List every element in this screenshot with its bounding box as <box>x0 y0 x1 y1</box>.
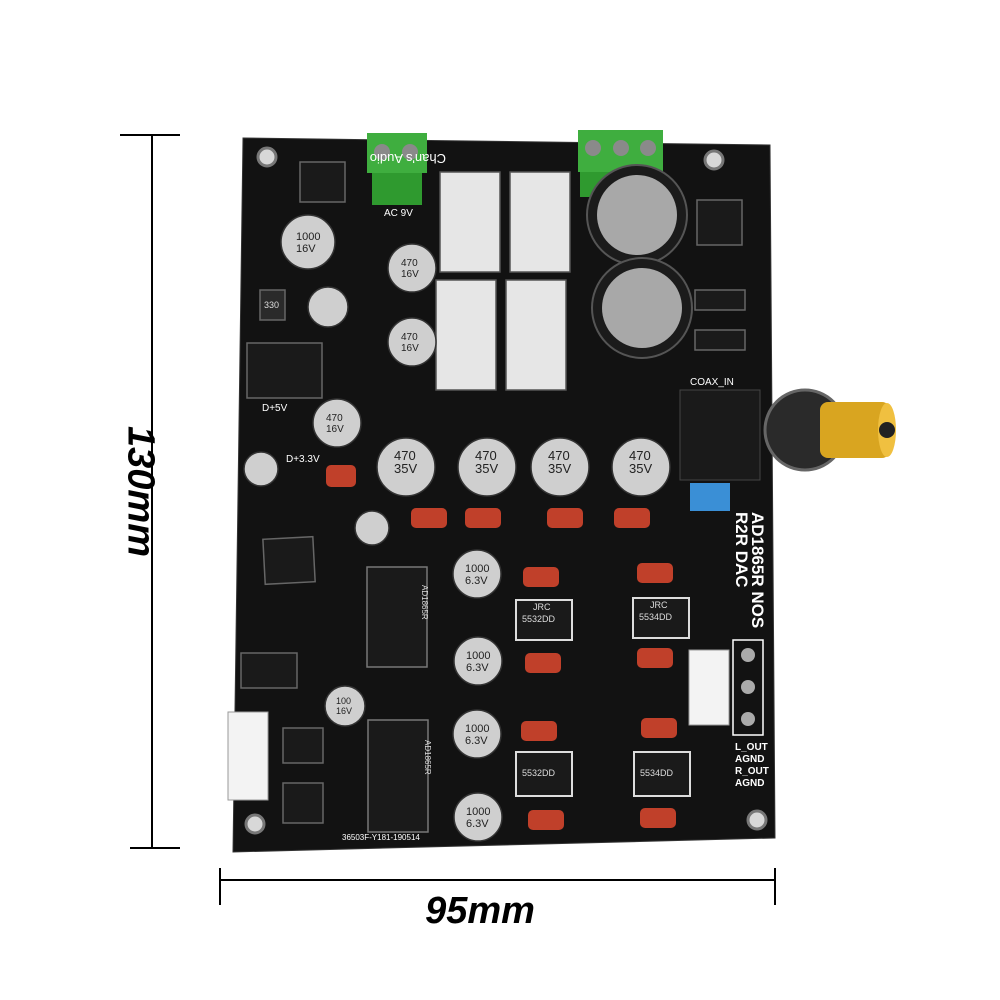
height-dimension-line <box>120 134 180 849</box>
rail-33v-label: D+3.3V <box>286 454 320 465</box>
output-label-2: AGND <box>735 754 764 765</box>
blue-capacitor <box>690 483 730 511</box>
board-title-line2: R2R DAC <box>732 512 751 588</box>
opamp-label: 5534DD <box>640 768 674 778</box>
cap-labels: 470 35V 470 35V 470 35V 470 35V 1000 6.3… <box>296 231 652 830</box>
cap-label: 16V <box>336 706 352 716</box>
ac-label: AC 9V <box>384 208 413 219</box>
board-title-line1: AD1865R NOS <box>748 512 767 628</box>
resistors <box>326 465 677 830</box>
cap-label: 35V <box>394 461 417 476</box>
brand-label: Chan's Audio <box>370 151 446 166</box>
cap-label: 470 <box>548 448 570 463</box>
cap-label: 35V <box>629 461 652 476</box>
heatsinks <box>435 171 571 391</box>
cap-label: 100 <box>336 696 351 706</box>
cap-label: 470 <box>326 413 343 424</box>
cap-label: 1000 <box>466 806 490 818</box>
cap-label: 470 <box>394 448 416 463</box>
coax-rca-jack <box>679 388 896 481</box>
large-filter-capacitors <box>586 164 693 359</box>
height-dimension-label: 130mm <box>119 426 162 557</box>
opamp-label: 5532DD <box>522 768 556 778</box>
cap-label: 16V <box>401 269 419 280</box>
output-label-3: R_OUT <box>735 766 769 777</box>
opamp-brand: JRC <box>533 602 551 612</box>
output-label-4: AGND <box>735 778 764 789</box>
dac-chip-label: AD1865R <box>420 585 429 620</box>
cap-label: 1000 <box>296 231 320 243</box>
dac-chips <box>366 566 429 833</box>
cap-label: 1000 <box>465 563 489 575</box>
small-capacitors <box>243 214 437 727</box>
cap-label: 6.3V <box>466 818 489 830</box>
ac-terminal-block <box>367 133 427 205</box>
coax-label: COAX_IN <box>690 377 734 388</box>
caps-63v <box>452 549 503 842</box>
inductor-label: 330 <box>264 300 279 310</box>
output-connector <box>688 639 764 736</box>
dac-chip-label: AD1865R <box>423 740 432 775</box>
input-connector <box>227 711 269 801</box>
opamp-brand: JRC <box>650 600 668 610</box>
cap-label: 1000 <box>465 723 489 735</box>
cap-label: 6.3V <box>466 662 489 674</box>
cap-label: 16V <box>296 243 316 255</box>
opamp-label: 5534DD <box>639 612 673 622</box>
rail-5v-label: D+5V <box>262 403 288 414</box>
mounting-holes <box>244 146 768 835</box>
cap-label: 1000 <box>466 650 490 662</box>
cap-label: 35V <box>475 461 498 476</box>
cap-label: 470 <box>475 448 497 463</box>
caps-35v <box>376 437 671 497</box>
cap-label: 35V <box>548 461 571 476</box>
cap-label: 16V <box>326 424 344 435</box>
cap-label: 6.3V <box>465 575 488 587</box>
opamp-label: 5532DD <box>522 614 556 624</box>
cap-label: 16V <box>401 343 419 354</box>
width-dimension-line <box>219 868 776 905</box>
other-ics <box>240 161 746 824</box>
cap-label: 6.3V <box>465 735 488 747</box>
cap-label: 470 <box>401 258 418 269</box>
cap-label: 470 <box>401 332 418 343</box>
serial-label: 36503F-Y181-190514 <box>342 833 420 842</box>
output-label-1: L_OUT <box>735 742 768 753</box>
cap-label: 470 <box>629 448 651 463</box>
opamps <box>515 597 691 797</box>
width-dimension-label: 95mm <box>425 890 535 932</box>
chip-labels: AD1865R AD1865R 5532DD 5534DD 5532DD 553… <box>264 300 674 778</box>
